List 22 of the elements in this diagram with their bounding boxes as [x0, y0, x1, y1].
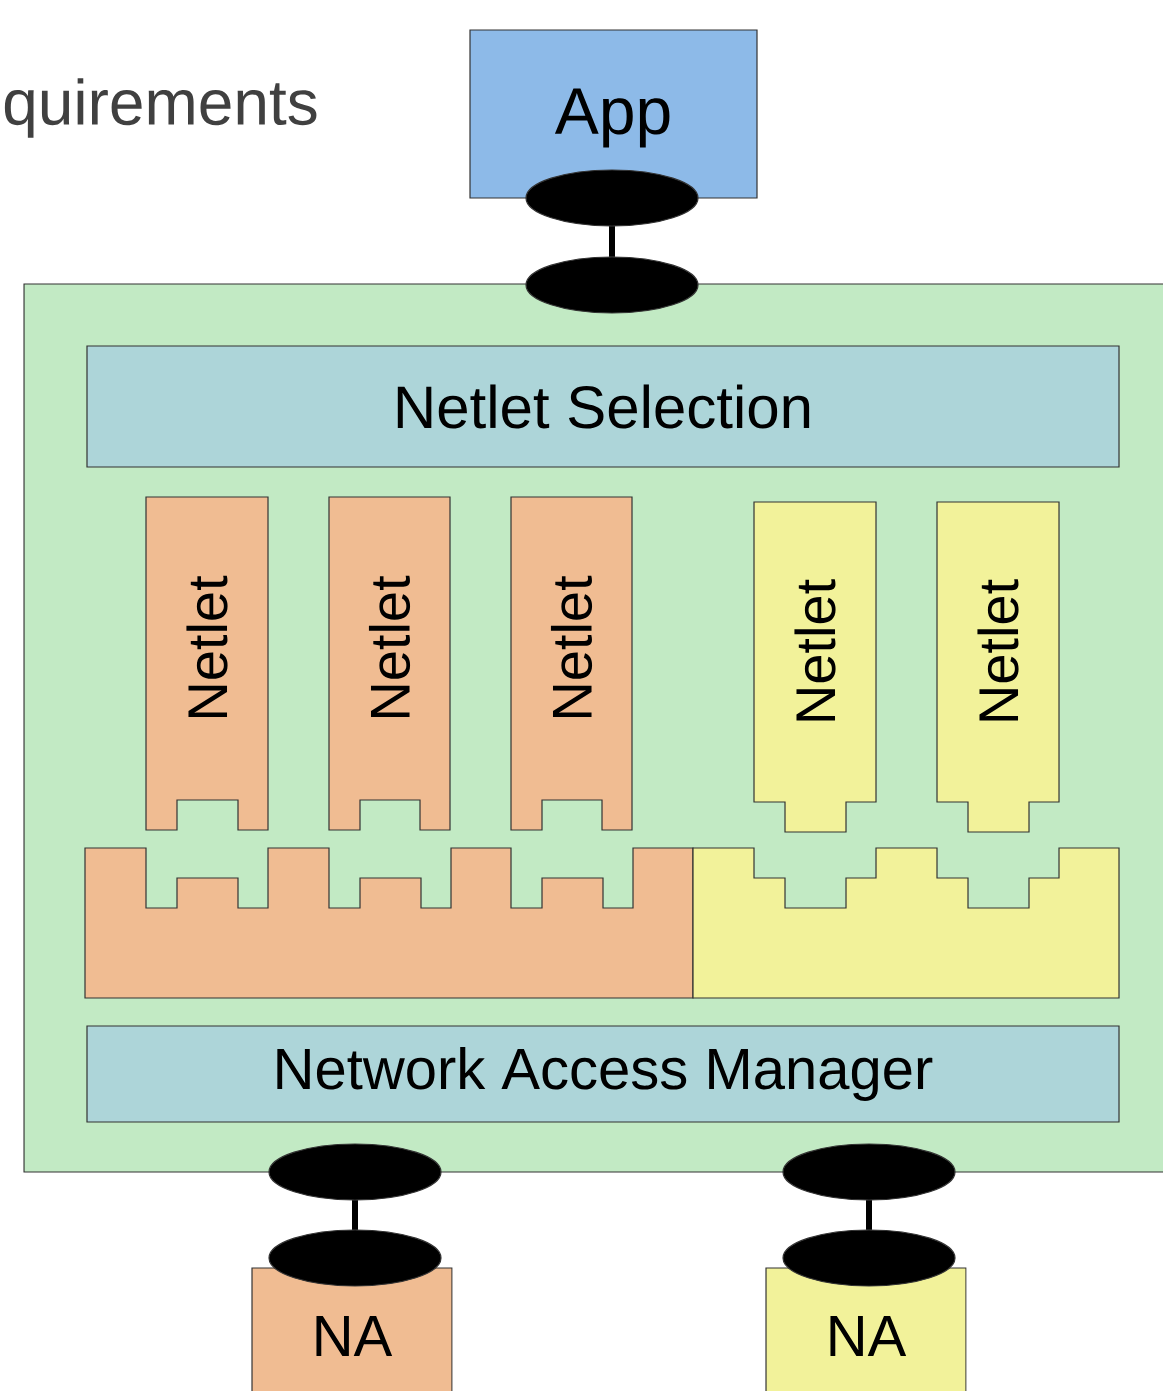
socket-base	[692, 847, 1120, 999]
connector	[609, 226, 615, 257]
netlet-card: Netlet	[936, 501, 1060, 833]
plug-ellipse	[268, 1229, 442, 1287]
process-box: NA	[765, 1267, 967, 1391]
netlet-card: Netlet	[753, 501, 877, 833]
netlet-card: Netlet	[328, 496, 451, 831]
plug-ellipse	[268, 1143, 442, 1201]
netlet-card: Netlet	[145, 496, 269, 831]
process-box: App	[469, 29, 758, 199]
process-box: NA	[251, 1267, 453, 1391]
connector	[352, 1200, 358, 1230]
heading-text: quirements	[4, 78, 317, 138]
plug-ellipse	[782, 1143, 956, 1201]
socket-base	[84, 847, 694, 999]
plug-ellipse	[525, 256, 699, 314]
process-box: Network Access Manager	[86, 1025, 1120, 1123]
plug-ellipse	[782, 1229, 956, 1287]
netlet-card: Netlet	[510, 496, 633, 831]
process-box: Netlet Selection	[86, 345, 1120, 468]
connector	[866, 1200, 872, 1230]
plug-ellipse	[525, 169, 699, 227]
